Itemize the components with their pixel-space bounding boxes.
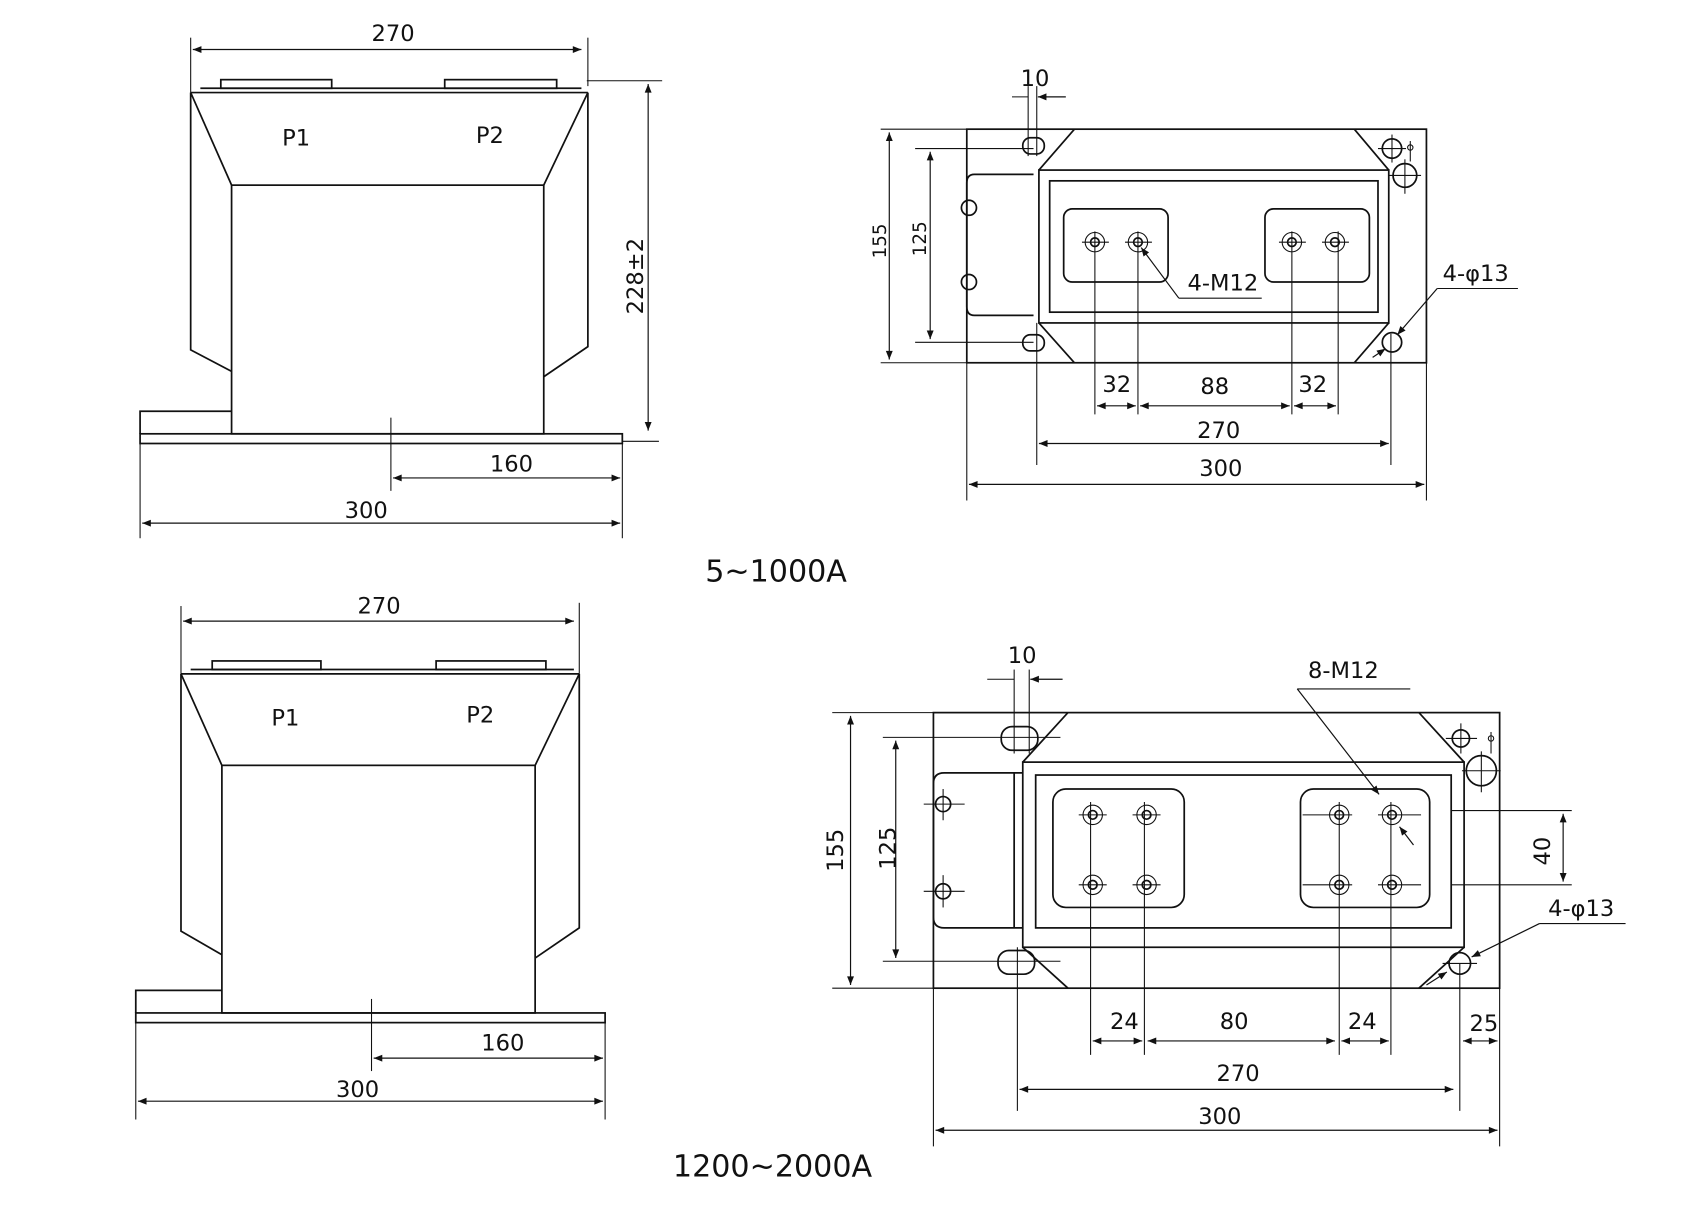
dim-24-right: 24	[1348, 1009, 1377, 1035]
core-body	[221, 764, 536, 1014]
mount-slot	[1021, 136, 1046, 155]
ground-hole-icon	[1445, 723, 1501, 793]
terminal-holes	[1081, 231, 1349, 253]
dim-270: 270	[1197, 418, 1240, 444]
dim-25: 25	[1469, 1011, 1498, 1037]
dim-125: 125	[910, 221, 931, 256]
mount-slot	[1000, 725, 1039, 752]
housing-top	[1021, 761, 1465, 949]
dim-32-left: 32	[1102, 372, 1131, 398]
dim-24-left: 24	[1110, 1009, 1139, 1035]
ground-hole-icon	[1377, 134, 1422, 194]
mount-slot	[997, 949, 1036, 976]
dim-300: 300	[336, 1077, 379, 1103]
terminal-note: 8-M12	[1308, 658, 1379, 684]
mount-hole	[1381, 331, 1403, 353]
terminal-plate-p2	[435, 660, 547, 671]
dim-270: 270	[1217, 1061, 1260, 1087]
bottom-plan-view: 155 125 10	[823, 643, 1626, 1147]
terminal-plate-p1	[211, 660, 322, 671]
p1-label: P1	[271, 706, 299, 732]
dim-88: 88	[1200, 374, 1229, 400]
p1-label: P1	[282, 125, 310, 151]
terminal-holes	[1078, 804, 1422, 896]
terminal-plate-p1	[219, 78, 333, 90]
dim-155: 155	[823, 829, 849, 872]
p2-label: P2	[476, 123, 504, 149]
terminal-box-p1	[1052, 788, 1186, 909]
top-plan-view: 155 125 10 32 88 32	[870, 66, 1518, 501]
terminal-plate-p2	[443, 78, 558, 90]
terminal-box-p2	[1264, 207, 1371, 283]
dim-80: 80	[1220, 1009, 1249, 1035]
base-outline	[965, 128, 1428, 364]
core-body	[230, 184, 545, 435]
housing-top	[1038, 169, 1390, 324]
dim-270: 270	[358, 594, 401, 620]
caption-1200-2000a: 1200~2000A	[673, 1150, 873, 1185]
secondary-bracket	[932, 772, 1023, 929]
mount-slot	[1021, 333, 1046, 352]
top-side-view: P1 P2 270 228±2 160 300	[139, 21, 663, 539]
housing-right	[543, 92, 589, 378]
base-plate	[134, 1012, 606, 1024]
dim-228: 228±2	[623, 238, 649, 314]
dim-270: 270	[372, 21, 415, 47]
housing-left	[189, 92, 232, 373]
base-plate	[139, 432, 624, 445]
dim-10: 10	[1021, 66, 1050, 92]
dim-160: 160	[490, 451, 533, 477]
terminal-box-p1	[1062, 207, 1169, 283]
dim-155: 155	[870, 223, 891, 258]
dim-125: 125	[876, 827, 902, 870]
dim-40: 40	[1530, 837, 1556, 866]
mount-note: 4-φ13	[1443, 261, 1509, 287]
dim-160: 160	[481, 1031, 524, 1057]
dim-10: 10	[1008, 643, 1037, 669]
dim-300: 300	[1199, 456, 1242, 482]
mount-note: 4-φ13	[1548, 896, 1614, 922]
terminal-note: 4-M12	[1187, 271, 1258, 297]
p2-label: P2	[466, 702, 494, 728]
dim-300: 300	[1198, 1104, 1241, 1130]
dim-32-right: 32	[1298, 372, 1327, 398]
dim-300: 300	[345, 498, 388, 524]
terminal-box-p2	[1299, 788, 1431, 909]
bottom-side-view: P1 P2 270 160 300	[134, 594, 606, 1120]
secondary-bracket	[965, 173, 1034, 317]
caption-5-1000a: 5~1000A	[705, 554, 847, 589]
